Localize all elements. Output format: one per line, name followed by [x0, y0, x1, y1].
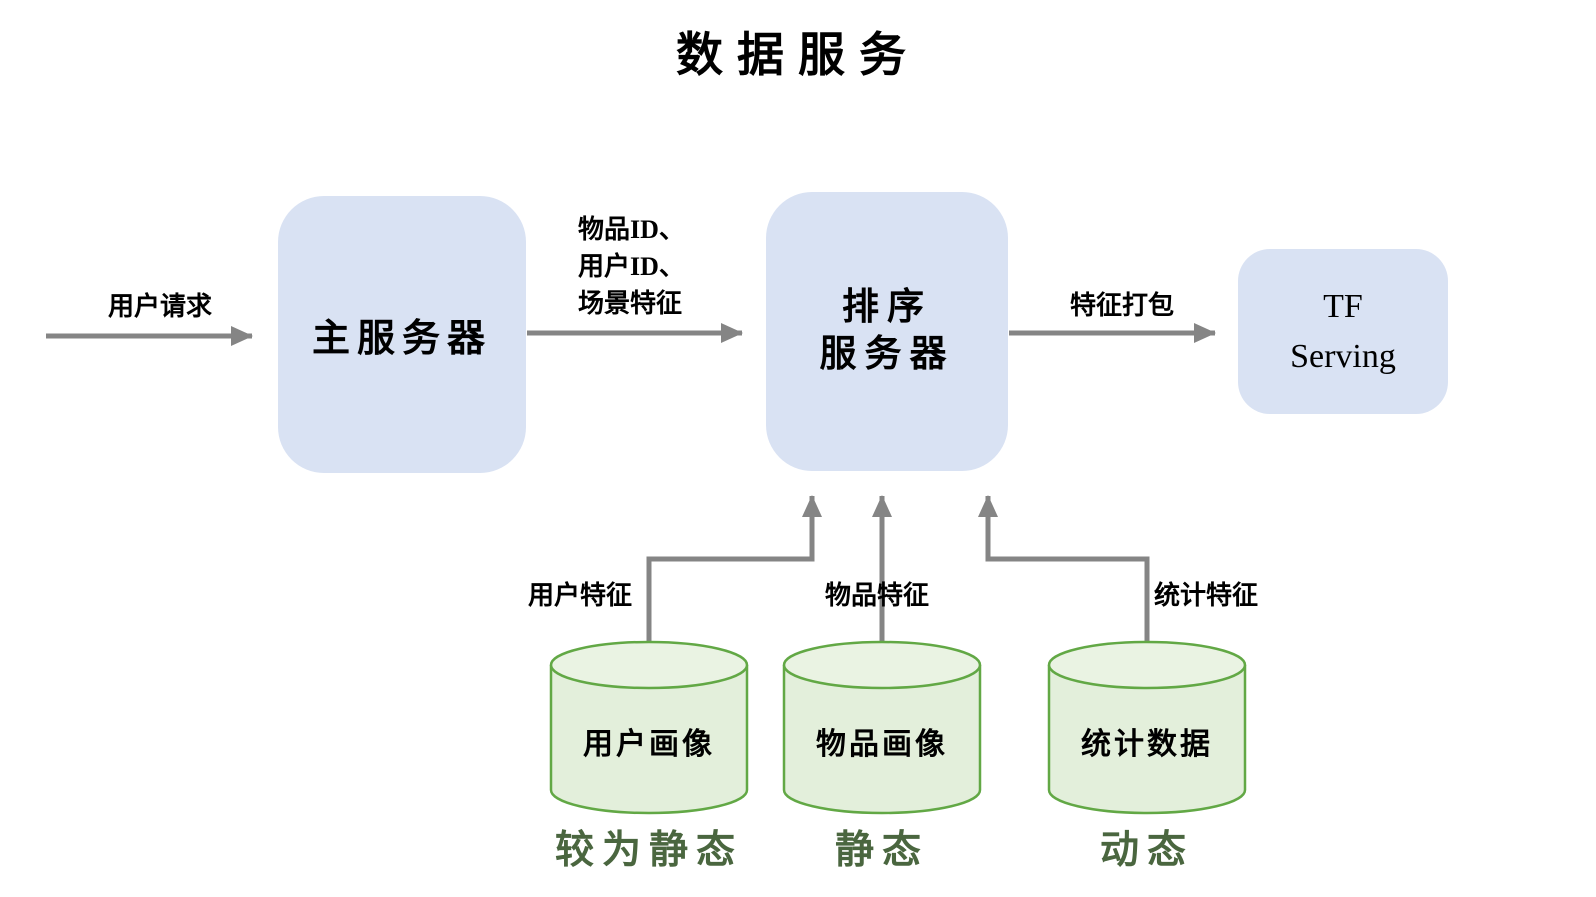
user-profile-db-caption: 较为静态 — [554, 829, 743, 872]
stats-db-label: 统计数据 — [1081, 728, 1213, 761]
user-profile-db-label: 用户画像 — [583, 728, 715, 761]
ids-label-line2: 用户ID、 — [578, 252, 685, 281]
stats-db-caption: 动态 — [1099, 829, 1194, 872]
feature-packaging-label: 特征打包 — [1069, 291, 1174, 320]
tf-serving-label-line2: Serving — [1290, 337, 1396, 375]
ids-label-line3: 场景特征 — [578, 289, 683, 318]
item-profile-db-label: 物品画像 — [816, 728, 948, 761]
stat-features-label: 统计特征 — [1153, 581, 1258, 610]
tf-serving-label-line1: TF — [1323, 288, 1363, 326]
ids-label: 物品ID、 用户ID、 场景特征 — [578, 211, 758, 322]
item-profile-db-caption: 静态 — [834, 829, 929, 872]
item-features-label: 物品特征 — [824, 581, 929, 610]
ranking-server-label-line2: 服务器 — [819, 333, 955, 375]
diagram-title: 数据服务 — [676, 30, 920, 82]
user-profile-db-cylinder — [549, 640, 749, 815]
ids-label-line1: 物品ID、 — [578, 215, 685, 244]
ranking-server-label-line1: 排序 — [842, 287, 932, 329]
main-server-label: 主服务器 — [311, 318, 492, 360]
edge-stat-features-arrow — [978, 495, 1150, 662]
user-request-label: 用户请求 — [107, 292, 212, 321]
item-profile-db-cylinder — [782, 640, 982, 815]
edge-user-features-arrow — [646, 495, 822, 662]
main-server-node: 主服务器 — [278, 196, 526, 473]
ranking-server-node: 排序 服务器 — [766, 192, 1008, 471]
stats-db-cylinder — [1047, 640, 1247, 815]
tf-serving-node: TF Serving — [1238, 249, 1448, 414]
user-features-label: 用户特征 — [527, 581, 632, 610]
